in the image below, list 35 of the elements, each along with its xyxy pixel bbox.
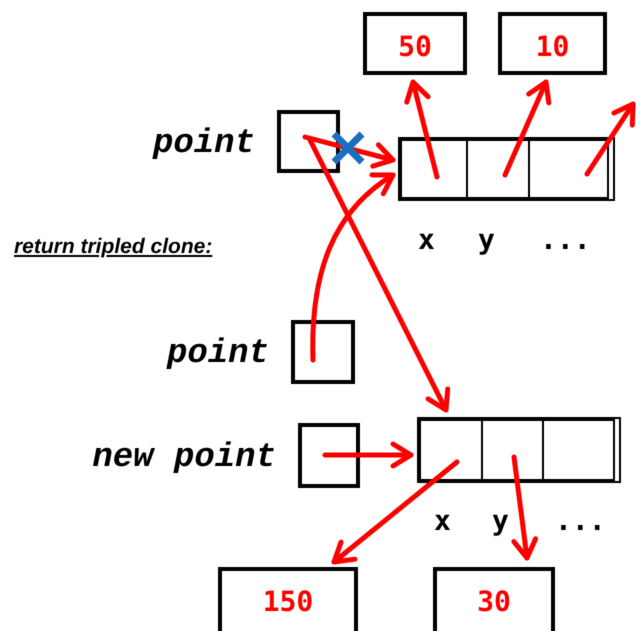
value-text: 50 [397,30,433,64]
variable-name: point [152,124,255,164]
value-text: 10 [534,30,570,64]
object-box [398,137,615,201]
field-name: y [492,505,509,537]
object-box [417,417,621,483]
arrow [310,172,396,362]
object-field [400,139,468,199]
note-text: return tripled clone: [14,234,212,260]
value-box [218,567,358,631]
object-field [483,419,544,481]
value-box [363,12,467,75]
field-name: y [478,224,495,256]
field-name: ... [555,505,606,537]
field-name: ... [540,224,591,256]
arrow [502,80,552,178]
arrow [308,138,450,412]
field-name: x [418,224,435,256]
arrow [322,442,414,468]
value-box [433,567,555,631]
arrow [584,102,636,176]
object-field [419,419,483,481]
variable-name: new point [92,438,276,478]
variable-name: point [166,334,269,374]
field-name: x [434,505,451,537]
object-field [544,419,615,481]
value-text: 150 [262,585,314,619]
object-field [530,139,609,199]
value-box [498,12,607,75]
arrow [302,134,396,169]
value-text: 30 [476,585,512,619]
arrow [332,460,460,564]
arrow [404,80,440,180]
arrow [511,454,538,560]
object-field [468,139,530,199]
